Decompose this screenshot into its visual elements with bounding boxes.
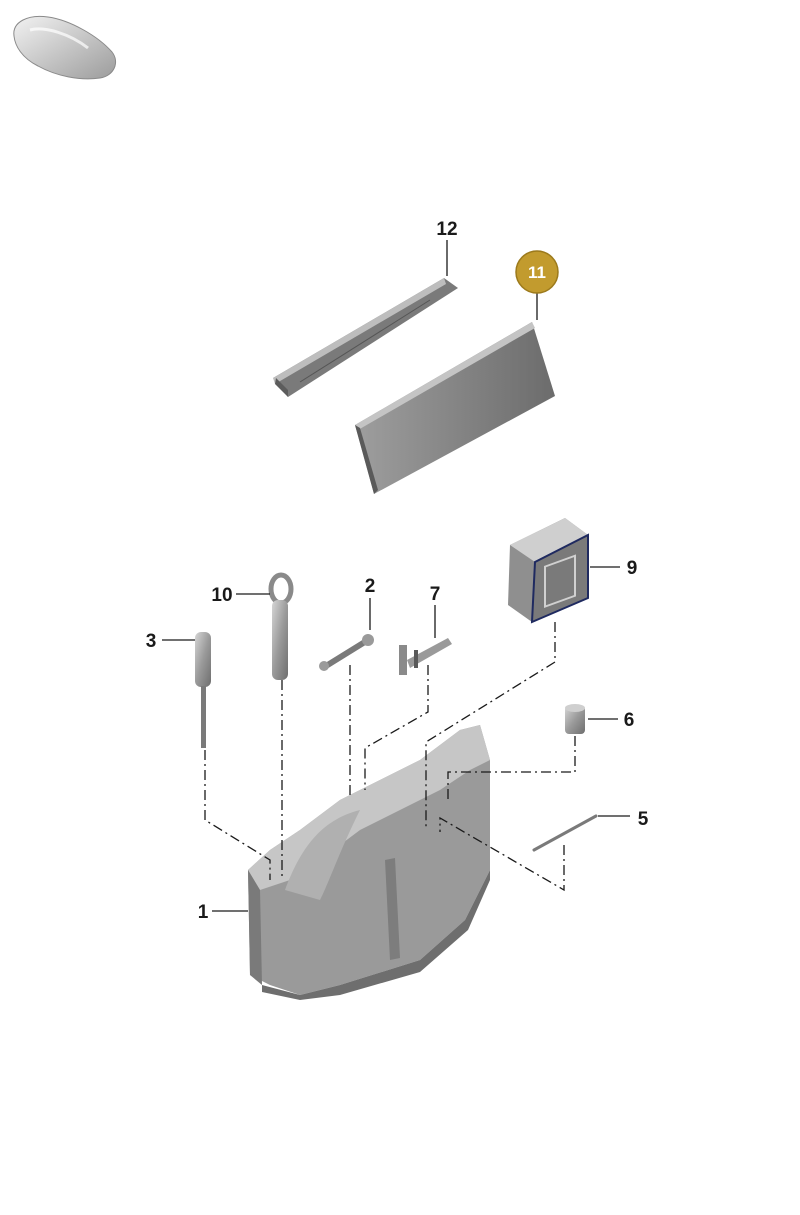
part-7-bracket[interactable] xyxy=(399,638,452,675)
callouts: 11 12 9 10 3 2 7 6 5 1 xyxy=(146,219,649,923)
part-5-pin[interactable] xyxy=(532,814,598,852)
callout-3[interactable]: 3 xyxy=(146,631,157,652)
callout-11[interactable]: 11 xyxy=(528,263,546,282)
callout-1[interactable]: 1 xyxy=(198,902,209,923)
part-10-towing-eye[interactable] xyxy=(268,572,294,680)
part-1-tool-tray[interactable] xyxy=(248,725,490,1000)
part-12-bar[interactable] xyxy=(273,278,458,397)
callout-5[interactable]: 5 xyxy=(638,809,649,830)
part-11-case[interactable] xyxy=(355,322,555,494)
callout-7[interactable]: 7 xyxy=(430,584,441,605)
part-2-wrench[interactable] xyxy=(319,634,374,671)
callout-2[interactable]: 2 xyxy=(365,576,376,597)
assembly-lines xyxy=(204,622,576,892)
callout-10[interactable]: 10 xyxy=(211,585,232,606)
callout-9[interactable]: 9 xyxy=(627,558,638,579)
part-6-socket[interactable] xyxy=(565,704,585,734)
callout-6[interactable]: 6 xyxy=(624,710,635,731)
callout-11-highlight-badge[interactable] xyxy=(515,250,559,294)
car-silhouette-icon[interactable] xyxy=(13,15,116,80)
callout-12[interactable]: 12 xyxy=(436,219,457,240)
callout-leaders xyxy=(162,240,630,912)
part-9-module[interactable] xyxy=(508,518,589,624)
part-3-screwdriver[interactable] xyxy=(195,632,211,748)
